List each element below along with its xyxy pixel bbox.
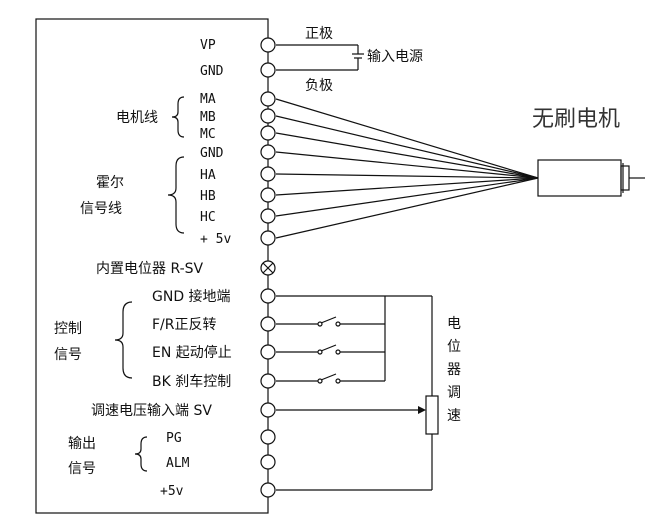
label-hall-gnd: GND xyxy=(200,146,224,161)
terminal-en xyxy=(260,344,276,360)
label-mc: MC xyxy=(200,127,216,142)
terminal-bk xyxy=(260,373,276,389)
terminal-control-gnd xyxy=(260,288,276,304)
label-ma: MA xyxy=(200,92,216,107)
terminal-hall-gnd xyxy=(260,144,276,160)
label-5v: + 5v xyxy=(200,232,231,247)
terminal-alm xyxy=(260,454,276,470)
label-control-gnd: GND 接地端 xyxy=(152,288,231,305)
potentiometer-body xyxy=(425,395,439,435)
motor: 无刷电机 xyxy=(532,107,645,197)
terminal-gnd xyxy=(260,62,276,78)
label-bk: BK 刹车控制 xyxy=(152,373,231,390)
terminal-5v xyxy=(260,230,276,246)
terminal-sv xyxy=(260,402,276,418)
terminal-mc xyxy=(260,125,276,141)
label-pg: PG xyxy=(166,431,182,446)
group-motor-line: 电机线 xyxy=(116,110,158,126)
label-rsv: 内置电位器 R-SV xyxy=(96,261,204,277)
terminal-output-5v xyxy=(260,482,276,498)
terminal-hc xyxy=(260,208,276,224)
positive-label: 正极 xyxy=(305,26,333,42)
motor-body xyxy=(537,159,622,197)
terminal-mb xyxy=(260,108,276,124)
group-hall-1: 霍尔 xyxy=(96,175,124,191)
pot-label-4: 调 xyxy=(447,385,461,401)
group-hall-2: 信号线 xyxy=(80,201,122,217)
terminal-hb xyxy=(260,187,276,203)
group-control-2: 信号 xyxy=(54,347,82,363)
negative-label: 负极 xyxy=(305,78,333,94)
label-alm: ALM xyxy=(166,456,190,471)
terminal-pg xyxy=(260,429,276,445)
group-control-1: 控制 xyxy=(54,321,82,337)
group-output-1: 输出 xyxy=(68,436,96,452)
pot-label-2: 位 xyxy=(447,339,461,355)
terminal-ma xyxy=(260,91,276,107)
input-power-label: 输入电源 xyxy=(367,49,423,65)
terminal-ha xyxy=(260,166,276,182)
group-labels: 电机线 霍尔 信号线 控制 信号 输出 信号 xyxy=(54,96,185,477)
label-en: EN 起动停止 xyxy=(152,344,232,361)
potentiometer: 电 位 器 调 速 xyxy=(276,296,461,491)
terminal-fr xyxy=(260,316,276,332)
power-supply: 正极 负极 输入电源 xyxy=(276,26,423,94)
pot-label-3: 器 xyxy=(447,362,461,378)
label-ha: HA xyxy=(200,168,216,183)
terminal-labels: VP GND MA MB MC GND HA HB HC + 5v 内置电位器 … xyxy=(91,38,232,499)
label-mb: MB xyxy=(200,110,216,125)
group-output-2: 信号 xyxy=(68,461,96,477)
motor-title: 无刷电机 xyxy=(532,107,620,132)
label-gnd: GND xyxy=(200,64,224,79)
label-sv: 调速电压输入端 SV xyxy=(91,403,212,419)
label-fr: F/R正反转 xyxy=(152,317,217,333)
label-vp: VP xyxy=(200,38,216,53)
pot-label-5: 速 xyxy=(447,408,461,424)
terminal-vp xyxy=(260,37,276,53)
label-hb: HB xyxy=(200,189,216,204)
control-switches xyxy=(276,295,432,384)
pot-label-1: 电 xyxy=(447,316,461,332)
terminals xyxy=(260,37,276,498)
label-output-5v: +5v xyxy=(160,484,184,499)
label-hc: HC xyxy=(200,210,216,225)
motor-wires xyxy=(275,98,539,239)
